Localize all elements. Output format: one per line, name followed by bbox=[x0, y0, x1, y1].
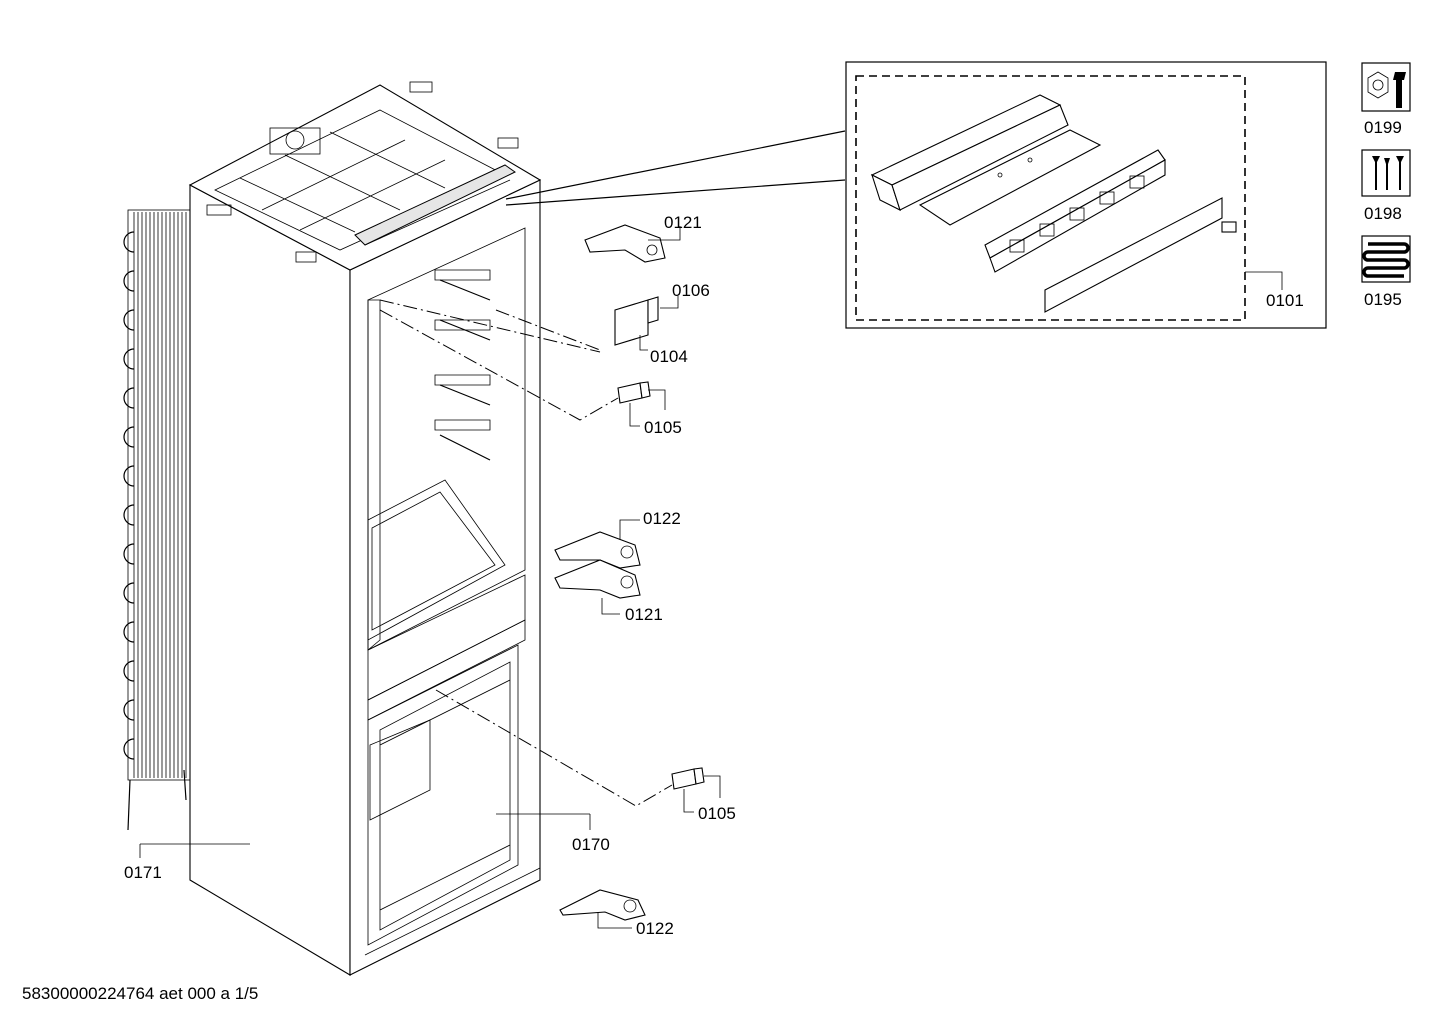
part-label-0105-bottom: 0105 bbox=[698, 804, 736, 823]
legend-label-0199: 0199 bbox=[1364, 118, 1402, 137]
clip-top[interactable] bbox=[617, 381, 666, 427]
heating-coil-icon[interactable] bbox=[1361, 235, 1411, 283]
hinge-bottom[interactable] bbox=[559, 889, 646, 929]
part-label-0106: 0106 bbox=[672, 281, 710, 300]
sensor-plate[interactable] bbox=[614, 296, 679, 351]
shelf-edge bbox=[439, 384, 491, 406]
drawing-code: 58300000224764 aet 000 a 1/5 bbox=[22, 984, 258, 1003]
clip-bottom[interactable] bbox=[671, 767, 721, 813]
part-label-0122-mid: 0122 bbox=[643, 509, 681, 528]
condenser-coil bbox=[123, 504, 135, 526]
legend-label-0195: 0195 bbox=[1364, 290, 1402, 309]
bezel-key bbox=[1069, 207, 1085, 221]
shelf-edge bbox=[439, 279, 491, 301]
condenser-coil bbox=[123, 738, 135, 760]
condenser-coil bbox=[123, 270, 135, 292]
part-label-0101: 0101 bbox=[1266, 291, 1304, 310]
shelf-edge bbox=[439, 434, 491, 461]
shelf-rail bbox=[434, 269, 491, 281]
condenser-grid[interactable] bbox=[123, 209, 191, 831]
hinge-middle-lower[interactable] bbox=[554, 559, 641, 615]
legend: 0199 0198 0195 bbox=[1361, 62, 1411, 309]
shelf-rail bbox=[434, 419, 491, 431]
part-label-0170: 0170 bbox=[572, 835, 610, 854]
bezel-key bbox=[1099, 191, 1115, 205]
hinge-middle-upper[interactable] bbox=[554, 519, 641, 569]
condenser-coil bbox=[123, 387, 135, 409]
condenser-coil bbox=[123, 426, 135, 448]
shelf-rail bbox=[434, 319, 491, 331]
condenser-coil bbox=[123, 231, 135, 253]
condenser-coil bbox=[123, 309, 135, 331]
wrench-nut-icon[interactable] bbox=[1361, 62, 1411, 112]
shelf-edge bbox=[439, 319, 491, 341]
part-label-0105-top: 0105 bbox=[644, 418, 682, 437]
cabinet-body[interactable] bbox=[188, 81, 542, 976]
hinge-top[interactable] bbox=[584, 224, 681, 263]
condenser-coil bbox=[123, 699, 135, 721]
legend-label-0198: 0198 bbox=[1364, 204, 1402, 223]
condenser-coil bbox=[123, 543, 135, 565]
control-module-detail[interactable] bbox=[845, 61, 1327, 329]
bezel-key bbox=[1039, 223, 1055, 237]
condenser-coil bbox=[123, 348, 135, 370]
part-label-0122-bottom: 0122 bbox=[636, 919, 674, 938]
screws-icon[interactable] bbox=[1361, 149, 1411, 197]
shelf-rail bbox=[434, 374, 491, 386]
part-label-0104: 0104 bbox=[650, 347, 688, 366]
part-label-0121-top: 0121 bbox=[664, 213, 702, 232]
part-label-0121-mid: 0121 bbox=[625, 605, 663, 624]
part-label-0171: 0171 bbox=[124, 863, 162, 882]
condenser-coil bbox=[123, 621, 135, 643]
condenser-coil bbox=[123, 660, 135, 682]
bezel-key bbox=[1009, 239, 1025, 253]
condenser-coil bbox=[123, 582, 135, 604]
condenser-coil bbox=[123, 465, 135, 487]
bezel-key bbox=[1129, 175, 1145, 189]
